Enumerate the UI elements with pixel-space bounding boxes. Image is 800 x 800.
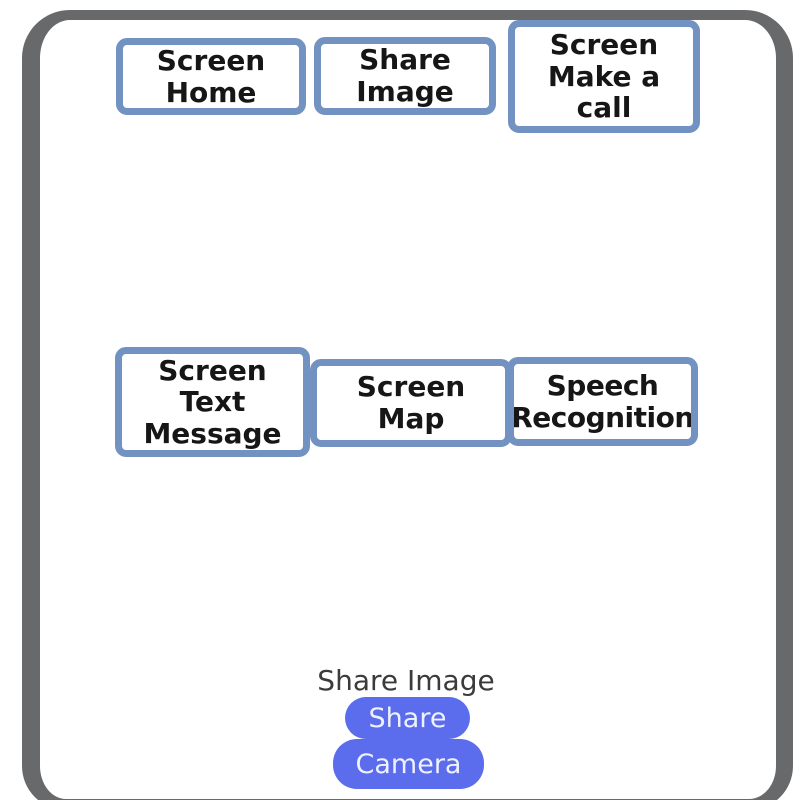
screen-box-text-message-label: Screen Text Message xyxy=(143,353,282,450)
screen-box-share-image[interactable]: Share Image xyxy=(314,37,496,115)
screen-box-map-label: Screen Map xyxy=(356,370,466,435)
screen-box-map[interactable]: Screen Map xyxy=(310,359,512,447)
screen-box-share-image-label: Share Image xyxy=(356,43,454,108)
screen-box-text-message[interactable]: Screen Text Message xyxy=(115,347,310,457)
screen-box-speech-recognition[interactable]: Speech Recognition xyxy=(507,357,698,446)
screen-box-make-a-call-label: Screen Make a call xyxy=(547,28,661,125)
screen-box-home-label: Screen Home xyxy=(156,43,266,109)
screen-box-speech-recognition-label: Speech Recognition xyxy=(511,368,694,434)
share-image-caption: Share Image xyxy=(317,664,495,697)
camera-button[interactable]: Camera xyxy=(333,739,484,789)
screen-box-home[interactable]: Screen Home xyxy=(116,38,306,115)
screen-box-make-a-call[interactable]: Screen Make a call xyxy=(508,20,700,133)
share-button[interactable]: Share xyxy=(345,697,470,739)
